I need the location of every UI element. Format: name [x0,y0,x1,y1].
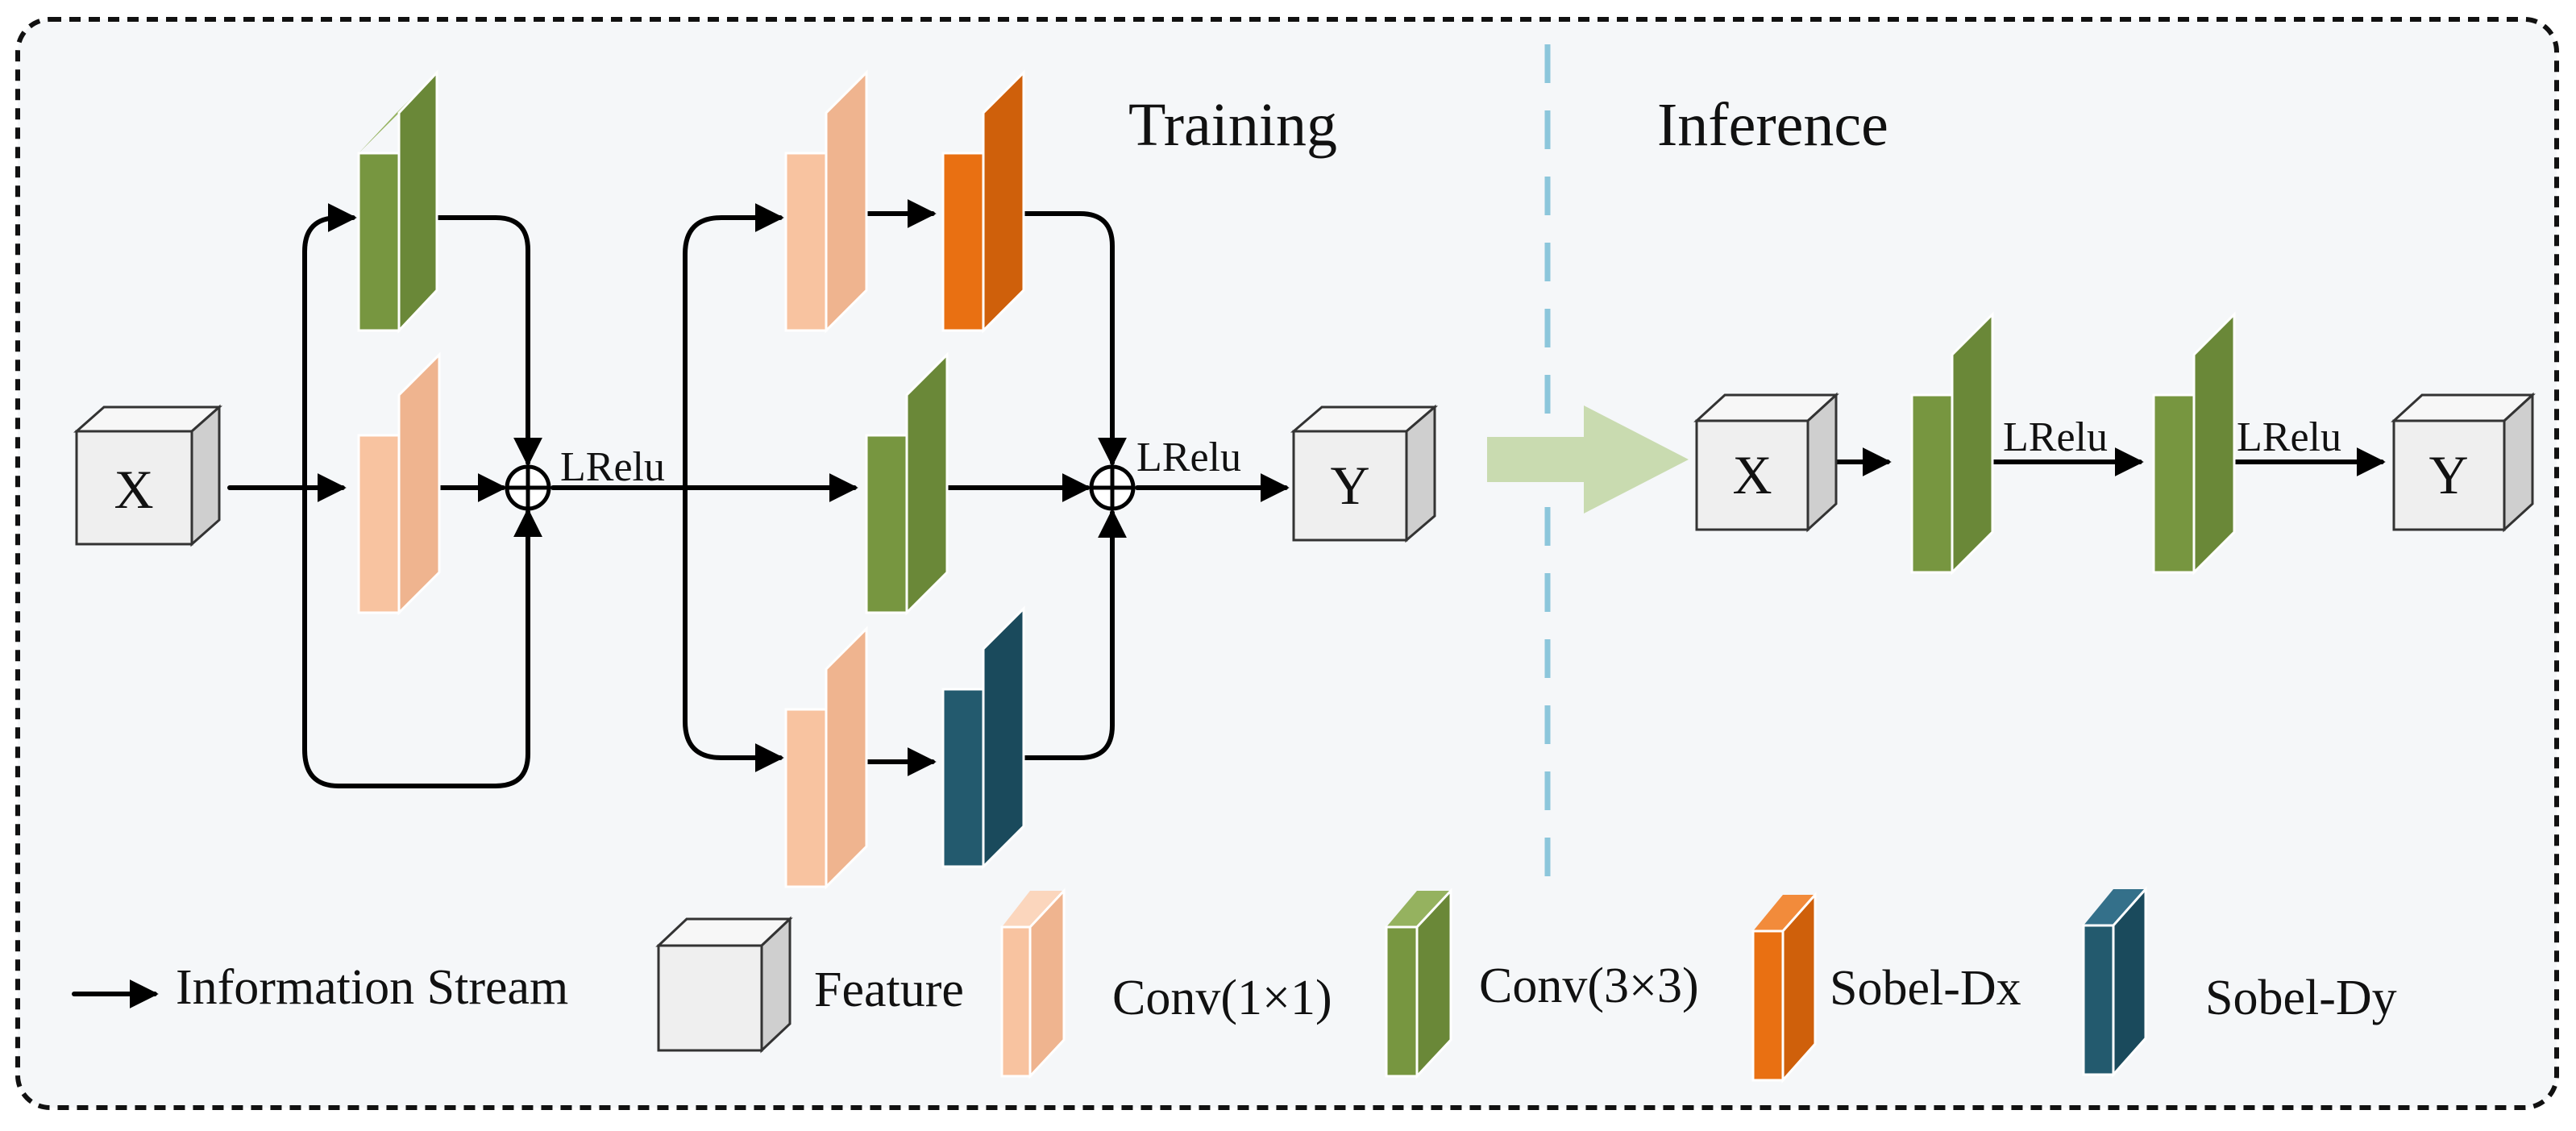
conv1x1-slab-c [784,626,868,890]
legend-feature-label: Feature [814,963,964,1017]
inference-conv3x3-slab-b [2152,311,2236,576]
reparameterization-arrow [1487,405,1689,514]
legend-conv1x1-label: Conv(1×1) [1112,971,1332,1025]
legend-conv1x1-icon [1000,888,1066,1079]
conv3x3-slab-a [357,69,438,334]
training-output-cube [1290,404,1439,543]
sum-node-1 [505,464,551,511]
outer-frame [15,17,2559,1110]
inference-title: Inference [1657,91,1888,159]
inference-input-cube [1693,392,1839,533]
conv1x1-slab-b [784,69,868,334]
legend-sobel-dx-icon [1751,892,1817,1083]
training-activation-label-1: LRelu [560,444,665,490]
legend-conv3x3-icon [1385,888,1452,1079]
sum-node-2 [1089,464,1136,511]
inference-conv3x3-slab-a [1910,311,1994,576]
inference-output-label: Y [2429,444,2468,505]
legend-information-stream-label: Information Stream [176,960,568,1015]
inference-activation-label-2: LRelu [2237,414,2341,460]
inference-activation-label-1: LRelu [2003,414,2108,460]
legend-feature-cube-icon [655,916,793,1054]
conv1x1-slab-a [357,351,441,616]
legend-sobel-dy-label: Sobel-Dy [2205,971,2397,1025]
inference-output-cube [2391,392,2536,533]
legend: Information Stream Feature Conv(1×1) Con… [72,886,2397,1083]
inference-input-label: X [1732,444,1772,505]
training-activation-label-2: LRelu [1136,435,1241,480]
sobel-dy-slab [941,605,1025,870]
legend-sobel-dx-label: Sobel-Dx [1830,961,2021,1016]
training-input-label: X [114,459,153,520]
legend-sobel-dy-icon [2082,886,2147,1078]
sobel-dx-slab [941,69,1025,334]
training-output-label: Y [1330,455,1369,516]
training-title: Training [1128,91,1337,159]
conv3x3-slab-b [865,351,949,616]
training-input-cube [73,404,222,547]
legend-conv3x3-label: Conv(3×3) [1479,958,1699,1013]
